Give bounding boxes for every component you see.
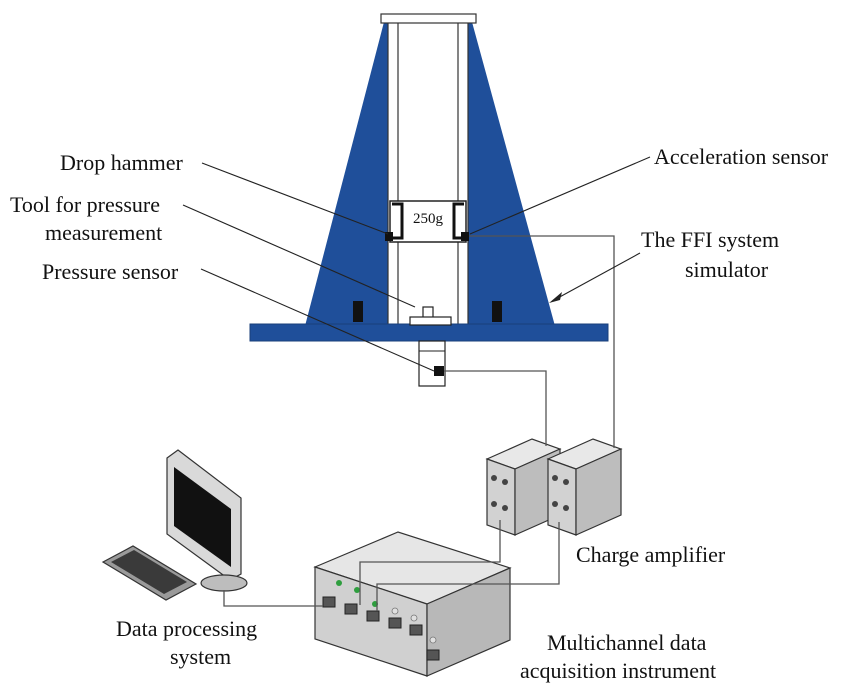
label-pressure-sensor: Pressure sensor xyxy=(42,259,179,284)
tower-top-cap xyxy=(380,13,477,24)
leader-tool xyxy=(182,204,416,308)
base-plate xyxy=(249,323,609,342)
amp1-connector xyxy=(491,475,497,481)
leader-pressure-sensor xyxy=(200,268,435,372)
tool-knob xyxy=(422,306,434,319)
amp1-front xyxy=(486,458,516,536)
hammer-left-bracket xyxy=(392,202,404,240)
leader-lines xyxy=(182,156,651,372)
label-drop-hammer: Drop hammer xyxy=(60,150,183,175)
wire-computer-to-daq xyxy=(223,590,323,607)
label-acceleration-sensor: Acceleration sensor xyxy=(654,144,829,169)
status-led xyxy=(336,580,342,586)
label-daq-line1: Multichannel data xyxy=(547,630,707,655)
pressure-sensor-block xyxy=(434,366,444,376)
label-ffi-line2: simulator xyxy=(685,257,769,282)
hammer-weight-label: 250g xyxy=(413,211,444,227)
label-charge-amplifier: Charge amplifier xyxy=(576,542,726,567)
leader-ffi-arrowhead xyxy=(549,292,562,303)
amp1-connector xyxy=(491,501,497,507)
base-clamp-left xyxy=(353,301,363,322)
wire-amp2-to-daq xyxy=(376,522,560,611)
label-ffi-line1: The FFI system xyxy=(641,227,779,252)
guide-rail-left xyxy=(387,21,399,327)
keyboard-keys xyxy=(111,550,187,594)
amp2-connector xyxy=(563,505,569,511)
wire-acceleration-to-amp2 xyxy=(469,235,615,448)
guide-rail-right xyxy=(457,21,469,327)
tower-left-leg xyxy=(305,22,398,326)
network-port xyxy=(409,624,423,636)
network-port xyxy=(344,603,358,615)
status-led xyxy=(391,607,399,615)
drop-tower xyxy=(249,13,609,342)
wire-pressure-to-amp1 xyxy=(444,370,547,446)
tool-cylinder xyxy=(418,340,446,387)
label-daq-line2: acquisition instrument xyxy=(520,658,716,683)
wiring xyxy=(223,235,615,611)
hammer-right-bracket xyxy=(452,202,464,240)
daq-ports xyxy=(322,580,440,661)
amp2-connector xyxy=(563,479,569,485)
amp1-connector xyxy=(502,479,508,485)
status-led xyxy=(429,636,437,644)
amp2-front xyxy=(547,458,577,536)
amp2-connector xyxy=(552,475,558,481)
amp2-connector xyxy=(552,501,558,507)
leader-acceleration-sensor xyxy=(469,156,651,235)
keyboard xyxy=(101,545,198,601)
network-port xyxy=(388,617,402,629)
label-dps-line2: system xyxy=(170,644,231,669)
status-led xyxy=(410,614,418,622)
daq-instrument xyxy=(313,531,512,677)
network-port xyxy=(426,649,440,661)
label-dps-line1: Data processing xyxy=(116,616,257,641)
amp1-connector xyxy=(502,505,508,511)
base-clamp-right xyxy=(492,301,502,322)
label-tool-line2: measurement xyxy=(45,220,162,245)
amp2-side xyxy=(575,448,622,536)
status-led xyxy=(354,587,360,593)
monitor-screen xyxy=(174,467,231,567)
hammer-left-mount xyxy=(385,232,393,241)
pressure-tool-assembly xyxy=(409,306,452,387)
network-port xyxy=(366,610,380,622)
network-port xyxy=(322,596,336,608)
tower-right-leg xyxy=(458,22,555,326)
leader-ffi xyxy=(555,252,641,300)
tool-platform xyxy=(409,316,452,326)
monitor-stand xyxy=(200,574,248,592)
wire-amp1-to-daq xyxy=(359,520,501,605)
drop-hammer: 250g xyxy=(385,200,469,243)
computer xyxy=(101,449,248,601)
charge-amplifier-2 xyxy=(546,438,623,536)
acceleration-sensor-block xyxy=(461,232,469,241)
leader-drop-hammer xyxy=(201,162,389,235)
label-tool-line1: Tool for pressure xyxy=(10,192,160,217)
labels: Drop hammer Tool for pressure measuremen… xyxy=(10,144,829,683)
